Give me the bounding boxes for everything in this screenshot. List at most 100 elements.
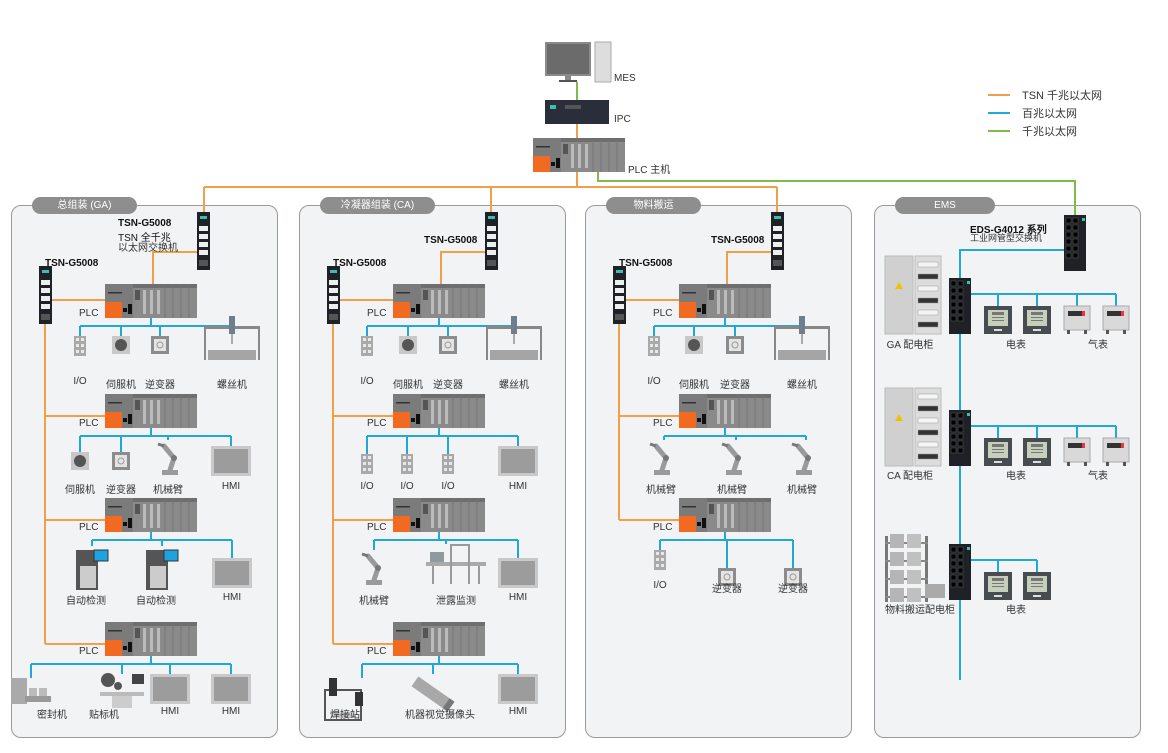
hmi-screen bbox=[214, 449, 248, 473]
shelf-post bbox=[885, 536, 888, 602]
ca-plc-2 bbox=[393, 394, 485, 428]
io-terminal bbox=[363, 350, 366, 353]
plc-label: PLC bbox=[79, 418, 99, 429]
legend-label: 千兆以太网 bbox=[1022, 126, 1077, 138]
switch-port bbox=[487, 226, 496, 231]
ga-device bbox=[151, 336, 169, 354]
cabinet-door bbox=[884, 387, 914, 467]
ga-device bbox=[150, 674, 190, 704]
legend-swatch bbox=[988, 112, 1010, 114]
plc-slot bbox=[682, 402, 696, 404]
label-roll bbox=[101, 673, 115, 687]
switch-port bbox=[615, 304, 624, 309]
ca-device bbox=[411, 676, 455, 712]
shelf-board bbox=[885, 578, 928, 580]
ga-device-label: 贴标机 bbox=[89, 710, 119, 721]
meter-line bbox=[1031, 578, 1043, 581]
gantry-leg bbox=[258, 326, 260, 360]
io-terminal bbox=[408, 462, 411, 465]
plc-io-module bbox=[445, 400, 448, 424]
switch-port bbox=[1065, 252, 1072, 259]
inverter-dial bbox=[731, 341, 739, 349]
switch-port bbox=[1065, 217, 1072, 224]
plc-connector bbox=[709, 504, 714, 514]
power-meter-icon bbox=[984, 306, 1012, 334]
io-terminal bbox=[449, 468, 452, 471]
switch-port bbox=[329, 280, 338, 285]
plc-slot bbox=[108, 402, 122, 404]
switch-port bbox=[1065, 245, 1072, 252]
io-body bbox=[648, 336, 660, 356]
plc-label: PLC bbox=[79, 308, 99, 319]
section-ga-title: 总组装 (GA) bbox=[32, 197, 137, 214]
ga-device-label: HMI bbox=[222, 592, 242, 603]
switch-port bbox=[950, 301, 957, 308]
plc-io-module bbox=[731, 400, 734, 424]
frame bbox=[468, 544, 470, 584]
plc-port bbox=[697, 308, 701, 312]
crate bbox=[907, 570, 921, 584]
plc-port bbox=[416, 304, 420, 314]
io-terminal bbox=[368, 468, 371, 471]
ems-edge-switch bbox=[949, 278, 971, 334]
ga-device-label: 自动检测 bbox=[66, 596, 106, 607]
workbed bbox=[208, 350, 256, 360]
plc-top bbox=[393, 622, 485, 626]
legend-label: 百兆以太网 bbox=[1022, 108, 1077, 120]
ems-switch-model: EDS-G4012 系列 bbox=[970, 225, 1047, 236]
ipc-label: IPC bbox=[614, 114, 631, 125]
ga-device bbox=[76, 549, 109, 590]
breaker-row bbox=[917, 429, 939, 436]
io-terminal bbox=[368, 350, 371, 353]
ca-device-label: I/O bbox=[441, 481, 455, 492]
ca-device bbox=[401, 454, 413, 474]
plc-port bbox=[702, 414, 706, 424]
io-terminal bbox=[656, 564, 659, 567]
switch-port bbox=[957, 433, 964, 440]
plc-io-module bbox=[445, 504, 448, 528]
io-terminal bbox=[444, 462, 447, 465]
switch-port bbox=[773, 260, 782, 266]
meter-line bbox=[992, 586, 1004, 587]
mh-device-label: 逆变器 bbox=[720, 380, 750, 391]
plc-io-module bbox=[724, 504, 727, 528]
switch-port bbox=[957, 440, 964, 447]
switch-port bbox=[615, 314, 624, 320]
ca-core-switch bbox=[485, 212, 498, 270]
plc-io-module bbox=[585, 144, 588, 168]
legend-label: TSN 千兆以太网 bbox=[1022, 90, 1103, 102]
ga-plc-1 bbox=[105, 284, 197, 318]
gas-meter-icon bbox=[1102, 437, 1130, 466]
plc-slot bbox=[108, 630, 122, 632]
ga-core-switch-desc: TSN 全千兆 bbox=[118, 233, 171, 244]
ipc-led bbox=[550, 105, 556, 109]
plc-top bbox=[105, 622, 197, 626]
plc-top bbox=[393, 498, 485, 502]
power-meter-icon bbox=[1023, 438, 1051, 466]
io-terminal bbox=[363, 462, 366, 465]
station-drawers bbox=[80, 566, 96, 588]
switch-port bbox=[773, 242, 782, 247]
ems-cabinet-label: 物料搬运配电柜 bbox=[885, 605, 955, 616]
plc-io-module bbox=[143, 290, 146, 314]
plc-orange-panel bbox=[105, 516, 122, 532]
section-mh-title: 物料搬运 bbox=[606, 197, 701, 214]
io-terminal bbox=[403, 456, 406, 459]
switch-port bbox=[950, 574, 957, 581]
switch-port bbox=[1072, 224, 1079, 231]
plc-port bbox=[123, 522, 127, 526]
switch-port bbox=[957, 574, 964, 581]
plc-io-module bbox=[445, 628, 448, 652]
mh-device-label: 伺服机 bbox=[679, 380, 709, 391]
mh-device-label: 机械臂 bbox=[717, 485, 747, 496]
io-terminal bbox=[81, 344, 84, 347]
switch-port bbox=[950, 433, 957, 440]
cabinet-interior bbox=[914, 255, 942, 335]
mh-device-label: 逆变器 bbox=[712, 584, 742, 595]
mh-device-label: I/O bbox=[647, 376, 661, 387]
switch-port bbox=[199, 234, 208, 239]
workbed bbox=[490, 350, 538, 360]
io-terminal bbox=[661, 564, 664, 567]
io-terminal bbox=[661, 552, 664, 555]
